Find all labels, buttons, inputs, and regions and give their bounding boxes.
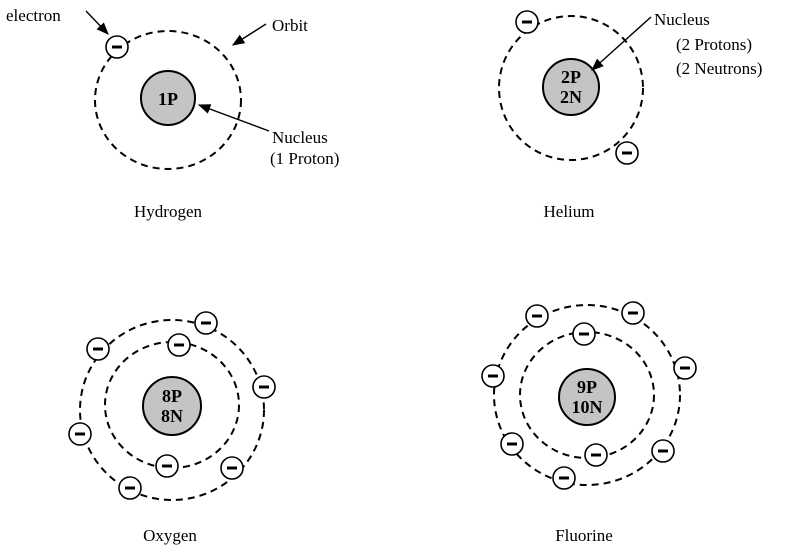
orbit [498,15,644,161]
nucleus-label-protons: 8P [162,386,182,406]
nucleus-label: 1P [158,89,178,109]
nucleus [542,58,600,116]
electron [481,364,505,388]
hydrogen-nucleus-label-2: (1 Proton) [270,149,339,168]
atom-name: Oxygen [143,526,197,545]
electron [673,356,697,380]
electron [500,432,524,456]
nucleus-label-protons: 9P [577,377,597,397]
hydrogen-nucleus-pointer [197,104,270,132]
orbit-pointer [231,23,267,46]
electron [651,439,675,463]
electron [525,304,549,328]
annotation-helium-nucleus: Nucleus (2 Protons) (2 Neutrons) [591,10,762,78]
nucleus-label-neutrons: 8N [161,406,183,426]
nucleus [558,368,616,426]
helium-nucleus-label-3: (2 Neutrons) [676,59,762,78]
helium-nucleus-label-2: (2 Protons) [676,35,752,54]
electron [68,422,92,446]
electron [621,301,645,325]
electron [86,337,110,361]
atom-fluorine: 9P 10N Fluorine [481,301,697,545]
atom-helium: 2P 2N Helium [498,10,644,221]
helium-nucleus-label-1: Nucleus [654,10,710,29]
electron [220,456,244,480]
electron [584,443,608,467]
atom-oxygen: 8P 8N Oxygen [68,311,276,545]
electron-label: electron [6,6,61,25]
orbit [94,30,242,170]
atom-name: Helium [544,202,595,221]
atom-hydrogen: 1P Hydrogen [94,30,242,221]
electron [572,322,596,346]
electron-pointer [85,10,109,35]
annotation-hydrogen-nucleus: Nucleus (1 Proton) [197,104,339,168]
nucleus [142,376,202,436]
electron [194,311,218,335]
electron [552,466,576,490]
nucleus-label-neutrons: 10N [572,397,603,417]
electron [167,333,191,357]
electron [252,375,276,399]
hydrogen-nucleus-label-1: Nucleus [272,128,328,147]
nucleus-label-protons: 2P [561,67,581,87]
electron [515,10,539,34]
nucleus [140,70,196,126]
orbit-outer [79,319,265,501]
orbit-outer [493,304,681,486]
annotation-electron: electron [6,6,109,35]
nucleus-label-neutrons: 2N [560,87,582,107]
atom-name: Fluorine [555,526,613,545]
electron [155,454,179,478]
electron [615,141,639,165]
electron [105,35,129,59]
orbit-label: Orbit [272,16,308,35]
helium-nucleus-pointer [591,16,652,71]
annotation-orbit: Orbit [231,16,308,46]
electron [118,476,142,500]
atom-name: Hydrogen [134,202,202,221]
